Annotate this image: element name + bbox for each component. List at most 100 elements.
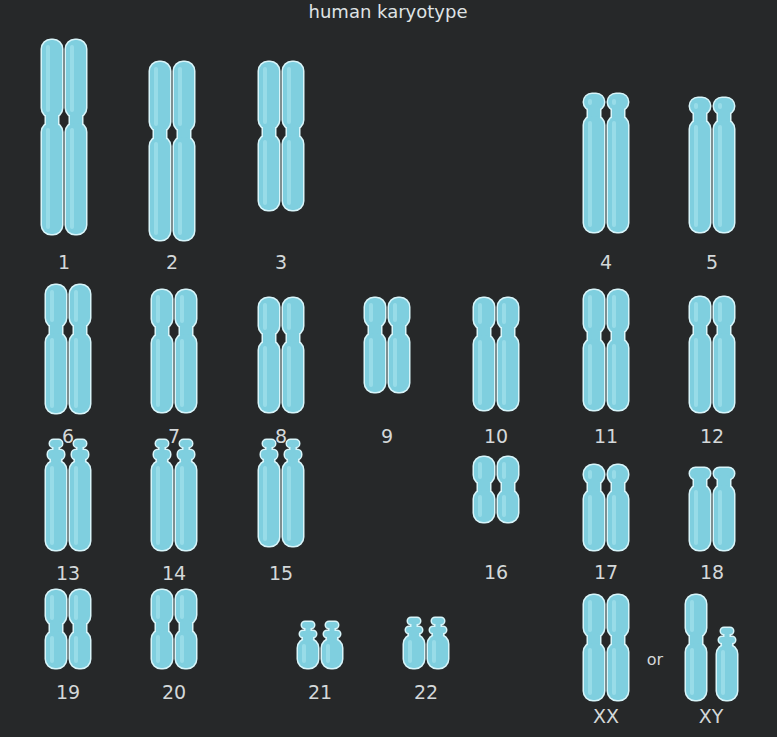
chromosome-outline bbox=[428, 635, 448, 668]
chromosome-outline bbox=[283, 298, 303, 335]
chromosome-outline bbox=[608, 490, 628, 550]
chromosome-outline bbox=[259, 461, 279, 546]
chromosome-body bbox=[176, 334, 196, 412]
chromosome-highlight bbox=[393, 303, 397, 322]
chromosome-body bbox=[498, 298, 518, 329]
chromosome-highlight bbox=[588, 121, 592, 227]
chromosome-number: 13 bbox=[56, 564, 80, 583]
chromosome-number: 6 bbox=[62, 427, 74, 446]
chromosome-highlight bbox=[74, 636, 78, 663]
chromosome-body bbox=[474, 457, 494, 484]
chromosome-outline bbox=[474, 298, 494, 329]
chromosome-body bbox=[365, 298, 385, 327]
chromosome-body bbox=[152, 334, 172, 412]
chromosome-body bbox=[389, 333, 409, 392]
chromosome-highlight bbox=[180, 295, 184, 323]
chromosome-highlight bbox=[180, 635, 184, 663]
chromosome-outline bbox=[152, 461, 172, 550]
chromosome-number: 11 bbox=[594, 427, 618, 446]
chromosome-outline bbox=[389, 298, 409, 327]
chromosome-body bbox=[176, 590, 196, 624]
chromosome-outline bbox=[46, 461, 66, 550]
chromosome-outline bbox=[46, 333, 66, 413]
chromosome-outline bbox=[70, 333, 90, 413]
chromosome-outline bbox=[608, 116, 628, 232]
chromosome-body bbox=[690, 120, 710, 232]
chromosome-outline bbox=[714, 485, 734, 550]
chromosome-body bbox=[474, 490, 494, 522]
chromosome-body bbox=[50, 440, 62, 447]
chromosome-outline bbox=[608, 595, 628, 637]
chromosome-number: 21 bbox=[308, 683, 332, 702]
chromosome-outline bbox=[150, 62, 170, 131]
chromosome-highlight bbox=[721, 650, 725, 695]
chromosome-body bbox=[152, 630, 172, 668]
chromosome-highlight bbox=[612, 470, 616, 479]
chromosome-highlight bbox=[70, 128, 74, 229]
chromosome-highlight bbox=[408, 640, 412, 663]
chromosome-highlight bbox=[50, 290, 54, 322]
chromosome-outline bbox=[176, 290, 196, 328]
chromosome-outline bbox=[259, 62, 279, 129]
chromosome-body bbox=[259, 341, 279, 412]
chromosome-body bbox=[174, 137, 194, 240]
chromosome-body bbox=[176, 461, 196, 550]
chromosome-highlight bbox=[46, 128, 50, 229]
chromosome-body bbox=[498, 457, 518, 484]
chromosome-body bbox=[180, 440, 192, 447]
chromosome-outline bbox=[474, 457, 494, 484]
chromosome-outline bbox=[259, 135, 279, 210]
chromosome-outline bbox=[714, 333, 734, 412]
chromosome-outline bbox=[42, 40, 737, 700]
chromosome-outline bbox=[474, 490, 494, 522]
chromosome-number: 3 bbox=[275, 253, 287, 272]
chromosome-highlight bbox=[46, 45, 50, 112]
chromosome-body bbox=[608, 290, 628, 333]
chromosome-highlight bbox=[154, 142, 158, 235]
chromosome-outline bbox=[70, 590, 90, 625]
chromosome-highlight bbox=[690, 600, 694, 632]
chromosome-outline bbox=[608, 643, 628, 700]
chromosome-outline bbox=[70, 631, 90, 668]
chromosome-body bbox=[690, 485, 710, 550]
chromosome-highlight bbox=[263, 466, 267, 541]
chromosome-highlight bbox=[50, 338, 54, 408]
chromosome-highlight bbox=[156, 635, 160, 663]
chromosome-body bbox=[584, 116, 604, 232]
chromosome-highlight bbox=[180, 339, 184, 407]
chromosome-number: 7 bbox=[168, 427, 180, 446]
chromosome-body bbox=[46, 285, 66, 327]
chromosome-highlight bbox=[588, 600, 592, 632]
chromosome-highlight bbox=[718, 338, 722, 407]
chromosome-highlight bbox=[502, 303, 506, 324]
chromosome-body bbox=[608, 116, 628, 232]
chromosome-body bbox=[283, 341, 303, 412]
chromosome-highlight bbox=[694, 125, 698, 227]
chromosome-outline bbox=[298, 639, 318, 668]
chromosome-outline bbox=[46, 590, 66, 625]
chromosome-highlight bbox=[287, 67, 291, 124]
chromosome-body bbox=[287, 440, 299, 447]
chromosome-outline bbox=[498, 490, 518, 522]
chromosome-body bbox=[690, 297, 710, 327]
chromosome-body bbox=[608, 490, 628, 550]
chromosome-outline bbox=[690, 297, 710, 327]
chromosome-body bbox=[283, 461, 303, 546]
chromosome-body bbox=[686, 643, 706, 700]
chromosome-number: 10 bbox=[484, 427, 508, 446]
chromosome-body bbox=[584, 290, 604, 333]
chromosome-body bbox=[46, 333, 66, 413]
chromosome-highlight bbox=[588, 295, 592, 328]
chromosome-body bbox=[686, 595, 706, 637]
chromosome-body bbox=[74, 440, 86, 447]
chromosome-body bbox=[584, 339, 604, 410]
chromosome-highlight bbox=[178, 67, 182, 126]
chromosome-highlight bbox=[74, 595, 78, 620]
chromosome-outline bbox=[150, 137, 170, 240]
chromosome-highlight bbox=[287, 303, 291, 330]
chromosome-outline bbox=[259, 298, 279, 335]
chromosome-outline bbox=[42, 40, 62, 117]
chromosome-highlight bbox=[46, 45, 725, 695]
chromosome-number: 1 bbox=[58, 253, 70, 272]
chromosome-highlight bbox=[156, 339, 160, 407]
